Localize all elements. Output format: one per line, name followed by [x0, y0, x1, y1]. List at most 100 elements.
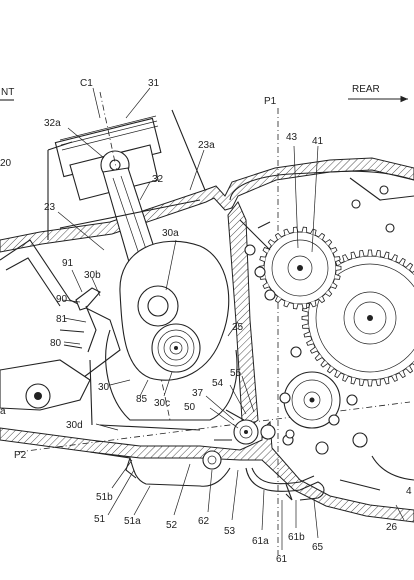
label-26: 26: [386, 522, 398, 533]
gear-tooth: [283, 300, 290, 308]
label-62: 62: [198, 516, 210, 527]
gear-tooth: [320, 359, 329, 368]
gear-tooth: [301, 323, 309, 329]
label-edge-20: 20: [0, 158, 12, 169]
gear-tooth: [301, 226, 308, 233]
label-41: 41: [312, 136, 324, 147]
label-80: 80: [50, 338, 62, 349]
label-85: 85: [136, 394, 148, 405]
label-30d: 30d: [66, 420, 83, 431]
gear-tooth: [375, 379, 381, 387]
gear-tooth: [309, 346, 318, 354]
gear-tooth: [383, 377, 390, 385]
crankshaft-main-journal: [151, 323, 201, 373]
gear-tooth: [326, 365, 335, 374]
transmission-housing: [229, 170, 414, 251]
gear-tooth: [359, 379, 365, 387]
gear-tooth: [318, 232, 326, 240]
label-65: 65: [312, 542, 324, 553]
label-51b: 51b: [96, 492, 113, 503]
gear-tooth: [367, 379, 373, 387]
gear-tooth: [391, 374, 398, 382]
bolt-holes: [244, 185, 395, 455]
gear-tooth: [334, 370, 342, 379]
guide-lines: [59, 329, 85, 349]
breather-pipe: [85, 305, 97, 353]
gear-tooth: [262, 247, 270, 254]
oil-pan: [89, 451, 231, 487]
gear-tooth: [367, 249, 373, 257]
cylinder-axis-c1: [99, 91, 171, 421]
label-90: 90: [56, 294, 68, 305]
label-61: 61: [276, 554, 288, 565]
gear-tooth: [259, 256, 266, 263]
label-37: 37: [192, 388, 204, 399]
piston-pin: [109, 159, 121, 171]
gear-tooth: [342, 374, 349, 382]
gear-tooth: [283, 228, 290, 236]
gear-tooth: [301, 315, 309, 321]
oil-pipe-61: [245, 467, 325, 501]
reference-labels: NT REAR P1 P2 C1 31 32a 32 23a 23 43 41 …: [0, 78, 412, 565]
gear-tooth: [292, 303, 299, 310]
gear-tooth: [391, 254, 398, 262]
gear-tooth: [330, 282, 338, 289]
gear-tooth: [306, 339, 314, 346]
label-30: 30: [98, 382, 110, 393]
gear-tooth: [262, 282, 270, 289]
label-front: NT: [1, 87, 14, 98]
label-61a: 61a: [252, 536, 269, 547]
gear-tooth: [274, 232, 282, 240]
gear-tooth: [334, 256, 341, 263]
label-c1: C1: [80, 78, 93, 89]
label-edge-4: 4: [406, 486, 412, 497]
gear-tooth: [325, 289, 333, 297]
label-53: 53: [224, 526, 236, 537]
rear-lower-housing: [339, 455, 414, 491]
cylinder-block: [47, 109, 206, 240]
crank-pin-bore: [147, 295, 169, 317]
oil-passage-member-90: [75, 287, 101, 311]
label-55: 55: [230, 368, 242, 379]
gear-tooth: [318, 296, 326, 304]
gear-tooth: [350, 377, 357, 385]
gear-tooth: [398, 257, 406, 266]
gear-tooth: [303, 331, 311, 338]
gear-tooth: [405, 262, 414, 271]
label-rear: REAR: [352, 84, 380, 95]
gear-tooth: [383, 251, 390, 259]
label-23: 23: [44, 202, 56, 213]
label-axis-p1: P1: [264, 96, 277, 107]
label-54: 54: [212, 378, 224, 389]
label-51: 51: [94, 514, 106, 525]
gear-tooth: [334, 273, 341, 280]
gear-tooth: [330, 247, 338, 254]
label-91: 91: [62, 258, 74, 269]
gear-tooth: [314, 353, 323, 362]
label-30b: 30b: [84, 270, 101, 281]
gear-tooth: [310, 300, 317, 308]
lower-shaft-gear: [283, 371, 341, 429]
inner-partition-wall: [227, 201, 259, 427]
label-axis-p2: P2: [14, 450, 27, 461]
label-30c: 30c: [154, 398, 170, 409]
oil-strainer: [202, 450, 222, 470]
label-43: 43: [286, 132, 298, 143]
oil-pump: [214, 409, 295, 445]
label-32: 32: [152, 174, 164, 185]
label-30a: 30a: [162, 228, 179, 239]
label-81: 81: [56, 314, 68, 325]
crankcase-lower-wall: [0, 420, 414, 523]
label-52: 52: [166, 520, 178, 531]
label-31: 31: [148, 78, 160, 89]
label-61b: 61b: [288, 532, 305, 543]
gear-tooth: [405, 365, 414, 374]
gear-tooth: [359, 249, 365, 257]
gear-tooth: [335, 265, 342, 271]
gear-tooth: [342, 254, 349, 262]
label-50: 50: [184, 402, 196, 413]
gear-tooth: [267, 239, 275, 247]
sump-divider: [89, 359, 93, 426]
